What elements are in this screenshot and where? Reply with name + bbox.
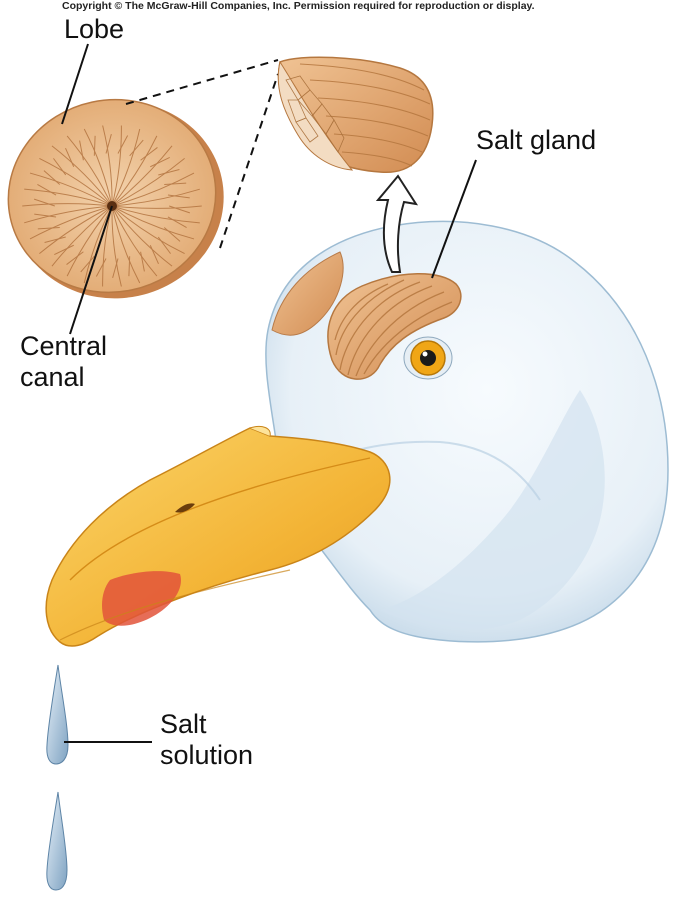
label-lobe-text: Lobe — [64, 14, 124, 44]
label-salt-solution: Salt solution — [160, 709, 253, 771]
label-salt-gland: Salt gland — [476, 125, 596, 156]
label-lobe: Lobe — [64, 14, 124, 45]
salt-droplet-upper — [47, 665, 68, 764]
label-central-canal-line2: canal — [20, 362, 107, 393]
copyright-notice: Copyright © The McGraw-Hill Companies, I… — [62, 0, 662, 12]
eye — [404, 337, 452, 379]
beak — [46, 426, 390, 646]
label-central-canal-line1: Central — [20, 331, 107, 362]
label-central-canal: Central canal — [20, 331, 107, 393]
lobe-cross-section — [0, 80, 242, 317]
label-salt-gland-text: Salt gland — [476, 125, 596, 155]
label-salt-solution-line2: solution — [160, 740, 253, 771]
salt-droplet-lower — [47, 792, 67, 890]
label-salt-solution-line1: Salt — [160, 709, 253, 740]
gland-enlargement — [278, 57, 433, 172]
